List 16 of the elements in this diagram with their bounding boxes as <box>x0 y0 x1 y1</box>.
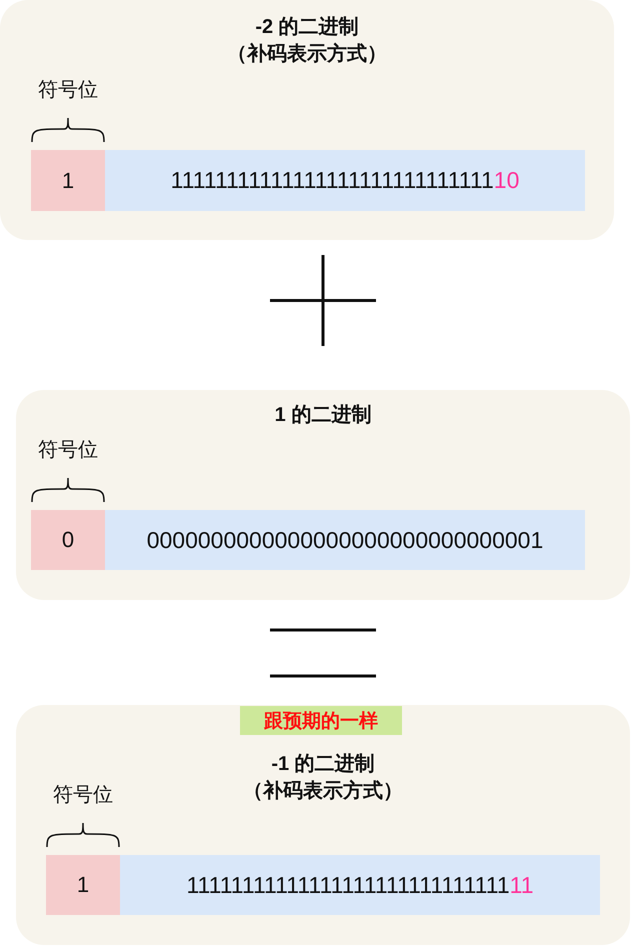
panel <box>0 0 614 240</box>
panel-heading: 1 的二进制 <box>274 403 372 428</box>
sign-bit-cell: 1 <box>31 150 105 211</box>
bits-cell: 1111111111111111111111111111110 <box>105 150 585 211</box>
bits-cell: 0000000000000000000000000000001 <box>105 510 585 570</box>
sign-bit-caption: 符号位 <box>53 783 113 808</box>
bits-cell: 1111111111111111111111111111111 <box>120 855 600 915</box>
highlight-note: 跟预期的一样 <box>240 706 402 735</box>
sign-bit-cell: 1 <box>46 855 120 915</box>
sign-bit-cell: 0 <box>31 510 105 570</box>
sign-bit-caption: 符号位 <box>38 438 98 463</box>
sign-bit-caption: 符号位 <box>38 78 98 103</box>
panel <box>16 390 630 600</box>
panel <box>16 705 630 945</box>
panel-heading: -2 的二进制（补码表示方式） <box>226 15 388 67</box>
panel-heading: -1 的二进制（补码表示方式） <box>242 752 404 804</box>
